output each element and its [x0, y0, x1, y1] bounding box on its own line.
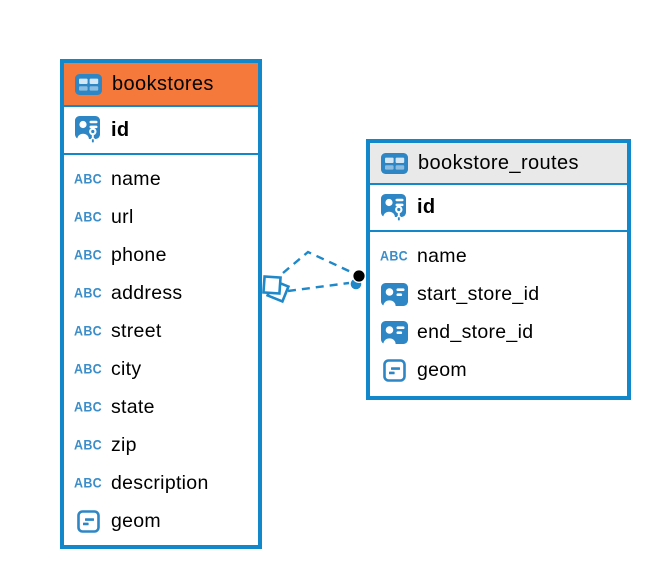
varchar-icon: ABC — [74, 247, 102, 263]
column-row[interactable]: ABC description — [64, 464, 258, 502]
column-name: end_store_id — [417, 320, 534, 343]
column-row-id[interactable]: id — [370, 185, 627, 232]
relationship-line[interactable] — [282, 250, 352, 274]
column-name: street — [111, 319, 162, 342]
table-title: bookstores — [112, 72, 214, 95]
column-list: ABC name ABC url ABC phone ABC address A… — [64, 155, 258, 545]
reference-icon — [379, 320, 409, 344]
table-header[interactable]: bookstores — [64, 63, 258, 107]
column-row[interactable]: geom — [370, 351, 627, 389]
column-name: zip — [111, 433, 137, 456]
primary-key-icon — [73, 116, 103, 144]
entity-table-bookstores[interactable]: bookstores id ABC name ABC url — [60, 59, 262, 549]
varchar-icon: ABC — [74, 285, 102, 301]
column-name: phone — [111, 243, 167, 266]
relationship-line[interactable] — [287, 281, 350, 293]
column-row[interactable]: geom — [64, 502, 258, 540]
column-name: geom — [111, 509, 161, 532]
column-name: city — [111, 357, 142, 380]
column-row[interactable]: ABC url — [64, 198, 258, 236]
column-row[interactable]: ABC name — [64, 160, 258, 198]
column-row[interactable]: ABC zip — [64, 426, 258, 464]
geometry-icon — [73, 509, 103, 533]
varchar-icon: ABC — [74, 361, 102, 377]
column-row[interactable]: ABC name — [370, 237, 627, 275]
column-list: ABC name start_store_id — [370, 232, 627, 394]
table-title: bookstore_routes — [418, 151, 579, 174]
column-row[interactable]: ABC state — [64, 388, 258, 426]
column-name: id — [417, 196, 436, 218]
column-name: state — [111, 395, 155, 418]
column-name: geom — [417, 358, 467, 381]
varchar-icon: ABC — [74, 209, 102, 225]
geometry-icon — [379, 358, 409, 382]
column-row[interactable]: end_store_id — [370, 313, 627, 351]
table-grid-icon — [73, 73, 103, 95]
column-name: name — [417, 244, 467, 267]
varchar-icon: ABC — [74, 475, 102, 491]
column-name: name — [111, 167, 161, 190]
table-grid-icon — [379, 152, 409, 174]
column-row[interactable]: ABC street — [64, 312, 258, 350]
column-name: description — [111, 471, 209, 494]
column-name: address — [111, 281, 183, 304]
column-row[interactable]: ABC phone — [64, 236, 258, 274]
varchar-icon: ABC — [74, 399, 102, 415]
varchar-icon: ABC — [74, 323, 102, 339]
primary-key-icon — [379, 193, 409, 222]
column-row[interactable]: start_store_id — [370, 275, 627, 313]
column-name: start_store_id — [417, 282, 540, 305]
varchar-icon: ABC — [74, 437, 102, 453]
column-row[interactable]: ABC city — [64, 350, 258, 388]
column-row-id[interactable]: id — [64, 107, 258, 155]
entity-table-bookstore-routes[interactable]: bookstore_routes id ABC name — [366, 139, 631, 400]
one-end-circle-icon[interactable] — [350, 269, 367, 290]
varchar-icon: ABC — [74, 171, 102, 187]
table-header[interactable]: bookstore_routes — [370, 143, 627, 185]
many-end-diamond-icon[interactable] — [262, 275, 291, 304]
reference-icon — [379, 282, 409, 306]
varchar-icon: ABC — [380, 248, 408, 264]
column-row[interactable]: ABC address — [64, 274, 258, 312]
column-name: id — [111, 118, 130, 141]
column-name: url — [111, 205, 134, 228]
